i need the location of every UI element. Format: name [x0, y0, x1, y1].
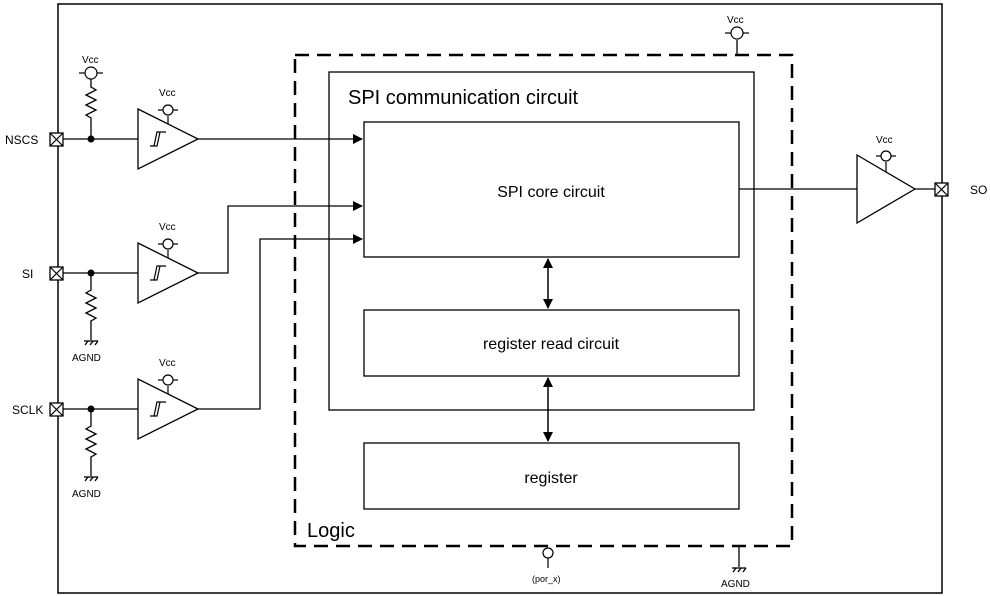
logic-label: Logic [307, 520, 355, 542]
logic-boundary [293, 53, 794, 548]
so-buffer-vcc-label: Vcc [876, 135, 893, 146]
sclk-signal [198, 234, 363, 410]
pin-si-label: SI [22, 267, 33, 281]
pin-si-pad [49, 266, 64, 281]
spi-comm-block [328, 71, 755, 411]
nscs-vcc-label: Vcc [82, 55, 99, 66]
reg-read-block [363, 309, 740, 377]
nscs-buffer-vcc-label: Vcc [159, 88, 176, 99]
logic-agnd-symbol [732, 546, 747, 573]
pin-so-label: SO [970, 183, 987, 197]
si-pulldown-resistor [84, 273, 99, 346]
por-label: (por_x) [532, 574, 561, 584]
sclk-agnd-label: AGND [72, 489, 101, 500]
logic-agnd-label: AGND [721, 579, 750, 590]
sclk-schmitt-buffer [137, 374, 200, 441]
reg-read-label: register read circuit [483, 336, 620, 353]
pin-sclk-pad [49, 402, 64, 417]
so-output-buffer [856, 150, 917, 225]
nscs-schmitt-buffer [137, 104, 200, 171]
sclk-pulldown-resistor [84, 409, 99, 482]
pin-nscs-label: NSCS [5, 133, 38, 147]
nscs-pullup-resistor [84, 79, 98, 139]
register-label: register [524, 470, 578, 487]
spi-core-label: SPI core circuit [497, 184, 605, 201]
si-buffer-vcc-label: Vcc [159, 222, 176, 233]
chip-outline [57, 3, 943, 594]
spi-comm-label: SPI communication circuit [348, 87, 579, 109]
pin-so-pad [934, 182, 949, 197]
logic-vcc-terminal [725, 26, 749, 55]
por-terminal [542, 547, 554, 568]
nscs-vcc-terminal [79, 66, 103, 80]
si-agnd-label: AGND [72, 353, 101, 364]
si-signal [198, 201, 363, 274]
si-schmitt-buffer [137, 238, 200, 305]
pin-nscs-pad [49, 132, 64, 147]
register-block [363, 442, 740, 510]
logic-vcc-label: Vcc [727, 15, 744, 26]
pin-sclk-label: SCLK [12, 403, 43, 417]
sclk-buffer-vcc-label: Vcc [159, 358, 176, 369]
